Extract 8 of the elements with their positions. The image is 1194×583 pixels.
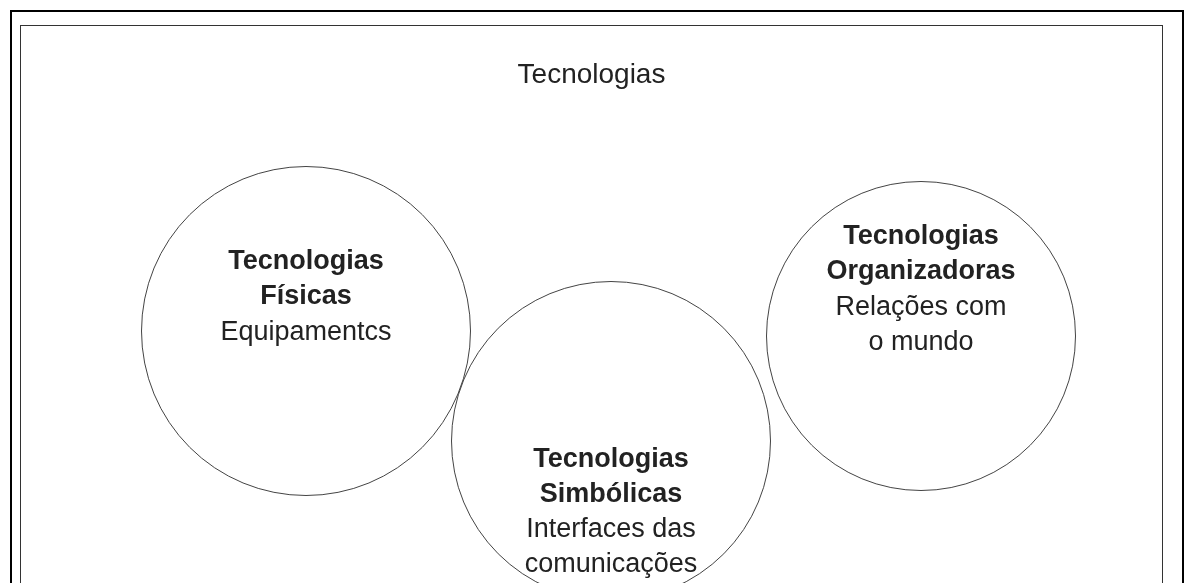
circle-heading: Tecnologias Simbólicas: [532, 441, 690, 510]
circle-text: Relações com o mundo: [834, 289, 1008, 358]
circle-text: Interfaces das comunicações: [523, 512, 699, 581]
circle-heading: Tecnologias Organizadoras: [825, 219, 1017, 288]
outer-box: [20, 25, 1163, 583]
circle-text: Equipamentcs: [220, 314, 392, 348]
circle-heading: Tecnologias Físicas: [227, 244, 385, 313]
box-heading: Tecnologias: [516, 58, 667, 90]
